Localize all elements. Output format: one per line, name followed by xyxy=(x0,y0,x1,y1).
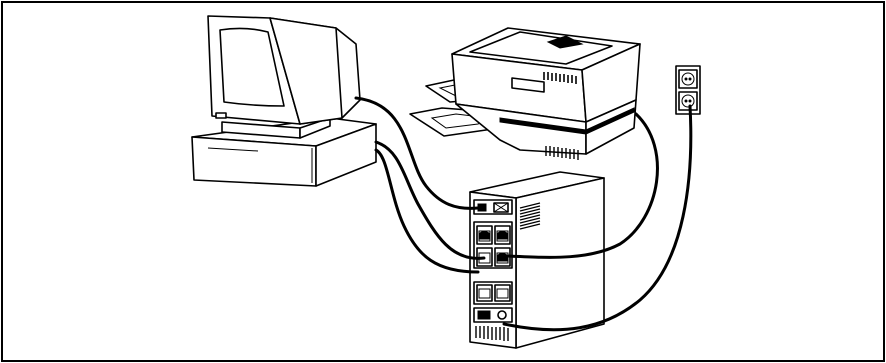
wall-outlet-icon xyxy=(676,66,700,114)
ups-tower-icon xyxy=(470,172,604,348)
